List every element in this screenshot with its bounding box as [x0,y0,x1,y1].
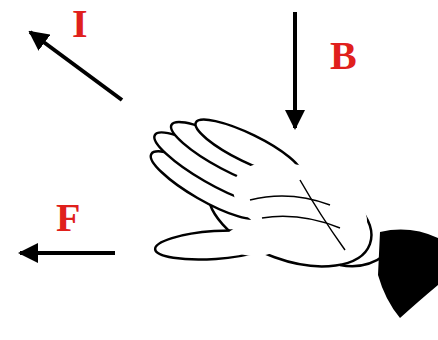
vector-letter: F [56,198,80,238]
sleeve-cuff [378,230,438,318]
vector-letter: B [330,36,357,76]
field-arrow [293,12,297,128]
force-arrow [20,251,115,255]
left-hand [144,110,385,286]
vector-letter: I [72,4,88,44]
